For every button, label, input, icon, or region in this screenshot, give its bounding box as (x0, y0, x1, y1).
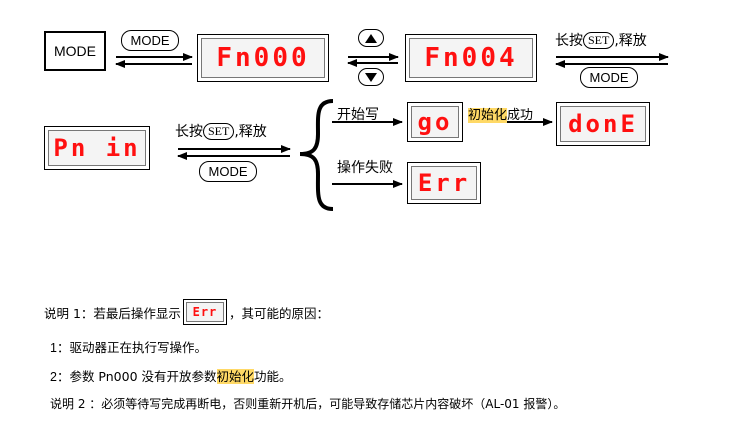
reason-1: 1：驱动器正在执行写操作。 (50, 337, 207, 356)
display-fn004-text: Fn004 (424, 43, 518, 73)
set-key-pill: SET (203, 123, 235, 140)
reason-2-text-after: 功能。 (254, 369, 292, 384)
branch-fail-text: 操作失败 (337, 160, 393, 176)
long-press-prefix: 长按 (555, 33, 583, 49)
reason-2-number: 2 (50, 370, 57, 384)
display-done: donE (556, 102, 650, 146)
long-press-suffix: ,释放 (614, 33, 647, 49)
init-success-label: 初始化成功 (468, 104, 533, 123)
reason-1-text: ：驱动器正在执行写操作。 (56, 340, 207, 355)
note-1-suffix: ，其可能的原因： (228, 305, 329, 321)
init-success-suffix: 成功 (507, 108, 534, 123)
long-press-prefix: 长按 (175, 124, 203, 140)
mode-pill-label: MODE (589, 70, 629, 85)
display-go: go (407, 102, 463, 142)
reason-2-highlight: 初始化 (216, 369, 255, 384)
display-fn000-text: Fn000 (216, 43, 310, 73)
branch-fail-label: 操作失败 (337, 157, 393, 177)
arrow-fn004-to-pnin (555, 53, 669, 68)
mode-key-label: MODE (54, 43, 96, 59)
display-err-text: Err (417, 169, 471, 197)
display-pnin-text: Pn in (53, 134, 141, 162)
display-fn004: Fn004 (405, 34, 537, 82)
display-err: Err (407, 162, 481, 204)
branch-success-text: 开始写 (337, 107, 379, 123)
inline-err-text: Err (192, 305, 218, 319)
display-done-text: donE (568, 110, 638, 138)
reason-2: 2：参数 Pn000 没有开放参数初始化功能。 (50, 366, 292, 385)
reason-2-text-before: ：参数 Pn000 没有开放参数 (56, 369, 217, 384)
arrow-fn000-fn004 (347, 53, 399, 67)
mode-pill-1: MODE (121, 30, 179, 51)
note-1: 说明 1：若最后操作显示 Err ，其可能的原因： (44, 299, 329, 325)
display-fn000: Fn000 (197, 34, 329, 82)
note-2-text: 说明 2 ：必须等待写完成再断电，否则重新开机后，可能导致存储芯片内容破坏（AL… (50, 397, 566, 411)
mode-pill-2: MODE (580, 67, 638, 88)
set-key-pill: SET (583, 32, 615, 49)
note-1-prefix: 说明 1：若最后操作显示 (44, 305, 181, 321)
branch-brace (299, 99, 334, 211)
triangle-down-icon (365, 72, 377, 82)
arrow-mode-to-fn000 (115, 53, 193, 68)
branch-success-label: 开始写 (337, 104, 379, 124)
inline-err-display: Err (182, 299, 227, 325)
mode-pill-label: MODE (208, 164, 248, 179)
triangle-up-icon (365, 33, 377, 43)
down-key-icon (358, 68, 384, 86)
reason-1-number: 1 (50, 341, 57, 355)
note-2: 说明 2 ：必须等待写完成再断电，否则重新开机后，可能导致存储芯片内容破坏（AL… (50, 395, 565, 412)
mode-pill-label: MODE (130, 33, 170, 48)
arrow-pnin-brace (177, 145, 291, 160)
up-key-icon (358, 29, 384, 47)
mode-key-box: MODE (44, 31, 106, 71)
long-press-suffix: ,释放 (234, 124, 267, 140)
init-highlight: 初始化 (468, 108, 508, 123)
display-go-text: go (417, 108, 453, 136)
display-pnin: Pn in (44, 126, 150, 170)
mode-pill-3: MODE (199, 161, 257, 182)
